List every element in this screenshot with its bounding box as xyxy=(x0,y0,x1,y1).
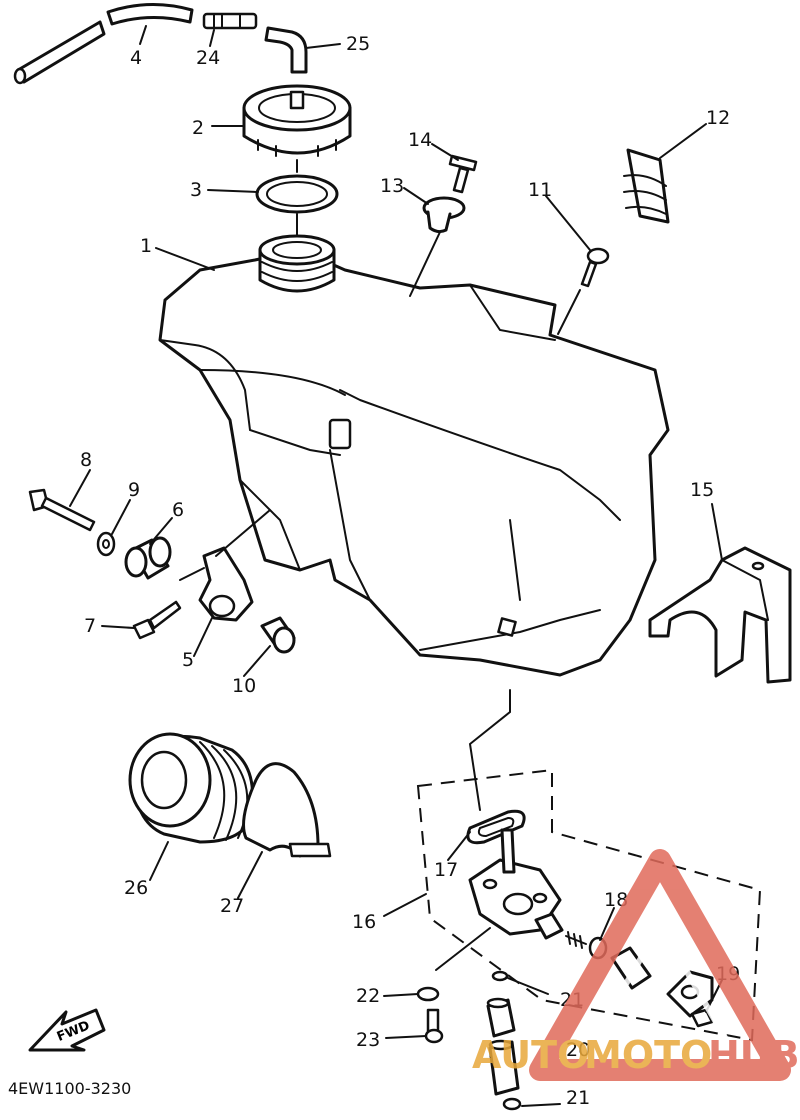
autmotohub-watermark-logo: AUTO MOTO HUB xyxy=(472,849,800,1081)
boot-part xyxy=(128,732,255,844)
elbow-hose-part xyxy=(264,26,308,74)
drawing-code: 4EW1100-3230 xyxy=(8,1079,131,1098)
breather-hose-part xyxy=(13,3,194,85)
svg-text:HUB: HUB xyxy=(708,1033,800,1077)
label-7: 7 xyxy=(84,615,96,637)
label-16: 16 xyxy=(352,911,376,933)
screw-23-part xyxy=(424,1008,444,1044)
label-26: 26 xyxy=(124,877,148,899)
fwd-arrow: FWD xyxy=(28,1008,106,1052)
svg-text:AUTO: AUTO xyxy=(472,1033,589,1077)
long-bolt-part xyxy=(28,488,96,532)
filter-part xyxy=(486,997,520,1096)
lever-part xyxy=(610,946,652,990)
label-9: 9 xyxy=(128,479,140,501)
band-part xyxy=(242,762,332,858)
fitting-18-side-part xyxy=(534,912,587,949)
label-24: 24 xyxy=(196,47,220,69)
fitting-part xyxy=(202,12,258,30)
svg-text:MOTO: MOTO xyxy=(584,1033,712,1077)
tank-cover-part xyxy=(648,546,792,684)
label-6: 6 xyxy=(172,499,184,521)
collar-part xyxy=(260,616,296,654)
label-15: 15 xyxy=(690,479,714,501)
label-10: 10 xyxy=(232,675,256,697)
washer-9-part xyxy=(96,531,116,557)
label-8: 8 xyxy=(80,449,92,471)
label-21b: 21 xyxy=(566,1087,590,1109)
rubber-damper-part xyxy=(124,536,172,580)
washer-22-part xyxy=(416,986,440,1002)
label-13: 13 xyxy=(380,175,404,197)
cap-gasket-part xyxy=(255,174,339,214)
clip-21-part xyxy=(491,970,522,1111)
bolt-7-part xyxy=(132,600,182,640)
gasket-17-part xyxy=(466,809,526,845)
label-12: 12 xyxy=(706,107,730,129)
label-14: 14 xyxy=(408,129,432,151)
tank-cap-part xyxy=(242,84,352,157)
label-2: 2 xyxy=(192,117,204,139)
label-25: 25 xyxy=(346,33,370,55)
label-27: 27 xyxy=(220,895,244,917)
label-3: 3 xyxy=(190,179,202,201)
grommet-part xyxy=(422,196,466,234)
mounting-bracket-part xyxy=(179,546,254,622)
fuel-cock-assembly-outline xyxy=(416,768,762,1042)
fuel-tank-part xyxy=(158,234,670,677)
label-1: 1 xyxy=(140,235,152,257)
label-23: 23 xyxy=(356,1029,380,1051)
label-17: 17 xyxy=(434,859,458,881)
label-22: 22 xyxy=(356,985,380,1007)
clip-12-part xyxy=(623,148,670,224)
screw-11-part xyxy=(580,247,610,288)
leader-lines xyxy=(69,25,723,1107)
label-11: 11 xyxy=(528,179,552,201)
label-4: 4 xyxy=(130,47,142,69)
screw-19-part xyxy=(690,1008,714,1028)
label-5: 5 xyxy=(182,649,194,671)
screw-14-part xyxy=(448,154,478,194)
